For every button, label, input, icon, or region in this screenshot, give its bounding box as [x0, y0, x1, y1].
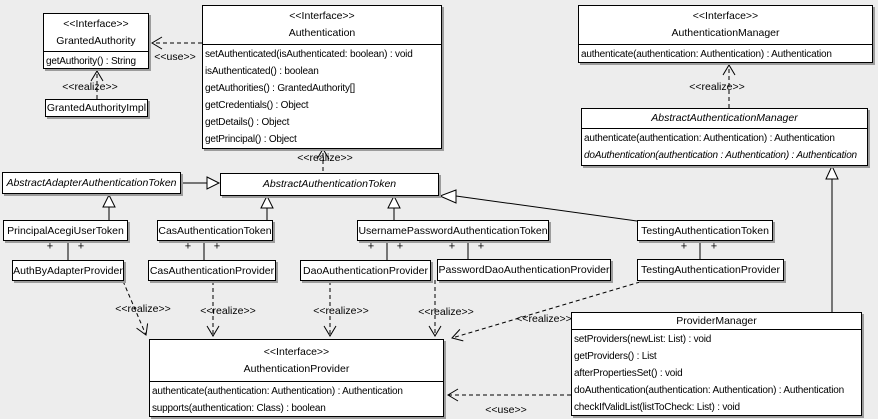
- class-method: getCredentials() : Object: [205, 100, 309, 111]
- class-testing-authentication-token: TestingAuthenticationToken: [637, 220, 773, 241]
- class-auth-by-adapter-provider: AuthByAdapterProvider: [12, 260, 124, 281]
- class-name: GrantedAuthorityImpl: [46, 101, 147, 114]
- association-end-plus: +: [396, 240, 404, 253]
- association-end-plus: +: [680, 240, 688, 253]
- class-granted-authority-impl: GrantedAuthorityImpl: [45, 99, 148, 117]
- class-stereotype: <<Interface>>: [289, 10, 355, 22]
- class-name: ProviderManager: [676, 315, 757, 327]
- realize-label: <<realize>>: [418, 306, 474, 318]
- association-end-plus: +: [184, 240, 192, 253]
- realize-edge-testingauthenticationprovider: [451, 281, 641, 342]
- association-end-plus: +: [477, 240, 485, 253]
- class-method: getPrincipal() : Object: [205, 134, 297, 145]
- realize-label: <<realize>>: [62, 81, 118, 93]
- class-name: DaoAuthenticationProvider: [303, 264, 428, 277]
- realize-edge-authbyadapterprovider: [122, 280, 149, 336]
- class-method: getDetails() : Object: [205, 117, 290, 128]
- class-name: AuthenticationManager: [671, 27, 780, 39]
- class-stereotype: <<Interface>>: [692, 10, 759, 22]
- association-end-plus: +: [46, 240, 54, 253]
- class-method: setProviders(newList: List) : void: [574, 334, 712, 345]
- class-method: getAuthority() : String: [46, 56, 136, 67]
- realize-label: <<realize>>: [200, 305, 256, 317]
- class-name: GrantedAuthority: [56, 34, 136, 47]
- generalization-arrow: [825, 164, 839, 180]
- class-cas-authentication-token: CasAuthenticationToken: [157, 220, 273, 241]
- association-end-plus: +: [710, 240, 718, 253]
- realize-label: <<realize>>: [516, 313, 572, 325]
- class-name: PasswordDaoAuthenticationProvider: [438, 263, 610, 276]
- class-name: AuthByAdapterProvider: [13, 264, 123, 277]
- class-method: authenticate(authentication: Authenticat…: [581, 49, 832, 60]
- generalization-arrow: [102, 193, 116, 208]
- class-method: getAuthorities() : GrantedAuthority[]: [205, 83, 355, 94]
- class-authentication: <<Interface>> Authentication setAuthenti…: [202, 5, 442, 149]
- class-authentication-provider: <<Interface>> AuthenticationProvider aut…: [149, 339, 444, 417]
- generalization-arrow: [260, 194, 274, 209]
- class-name: TestingAuthenticationProvider: [641, 263, 780, 276]
- realize-label: <<realize>>: [297, 152, 353, 164]
- class-method: doAuthentication(authentication: Authent…: [574, 385, 844, 396]
- association-end-plus: +: [77, 240, 85, 253]
- class-method: doAuthentication(authentication : Authen…: [584, 150, 857, 161]
- generalization-edge-testingauthenticationtoken: [455, 195, 638, 222]
- class-method: authenticate(authentication: Authenticat…: [584, 133, 835, 144]
- generalization-arrow: [387, 194, 401, 209]
- class-stereotype: <<Interface>>: [263, 345, 330, 358]
- generalization-arrow: [206, 176, 221, 190]
- class-provider-manager: ProviderManager setProviders(newList: Li…: [571, 312, 862, 416]
- class-abstract-adapter-authentication-token: AbstractAdapterAuthenticationToken: [2, 172, 181, 194]
- class-abstract-authentication-manager: AbstractAuthenticationManager authentica…: [581, 108, 868, 166]
- class-name: AbstractAuthenticationToken: [262, 178, 397, 190]
- association-end-plus: +: [448, 240, 456, 253]
- class-method: isAuthenticated() : boolean: [205, 66, 319, 77]
- class-method: getProviders() : List: [574, 351, 657, 362]
- class-name: CasAuthenticationProvider: [149, 264, 275, 277]
- class-principal-acegi-user-token: PrincipalAcegiUserToken: [3, 220, 128, 241]
- class-stereotype: <<Interface>>: [63, 17, 129, 30]
- realize-label: <<realize>>: [689, 81, 745, 93]
- class-name: AuthenticationProvider: [243, 362, 350, 375]
- class-name: AbstractAdapterAuthenticationToken: [6, 176, 177, 189]
- class-authentication-manager: <<Interface>> AuthenticationManager auth…: [578, 5, 873, 63]
- class-abstract-authentication-token: AbstractAuthenticationToken: [220, 173, 439, 196]
- class-method: checkIfValidList(listToCheck: List) : vo…: [574, 402, 740, 413]
- class-method: supports(authentication: Class) : boolea…: [152, 403, 326, 414]
- association-end-plus: +: [367, 240, 375, 253]
- class-method: afterPropertiesSet() : void: [574, 368, 683, 379]
- class-method: setAuthenticated(isAuthenticated: boolea…: [205, 49, 413, 60]
- generalization-arrow: [438, 189, 457, 204]
- class-dao-authentication-provider: DaoAuthenticationProvider: [300, 260, 431, 281]
- realize-label: <<realize>>: [115, 303, 171, 315]
- association-end-plus: +: [213, 240, 221, 253]
- realize-label: <<realize>>: [313, 305, 369, 317]
- class-username-password-authentication-token: UsernamePasswordAuthenticationToken: [357, 220, 549, 241]
- class-name: Authentication: [288, 27, 356, 39]
- class-cas-authentication-provider: CasAuthenticationProvider: [148, 260, 276, 281]
- class-name: AbstractAuthenticationManager: [651, 112, 798, 124]
- class-method: authenticate(authentication: Authenticat…: [152, 386, 403, 397]
- class-granted-authority: <<Interface>> GrantedAuthority getAuthor…: [43, 13, 149, 69]
- class-name: PrincipalAcegiUserToken: [7, 224, 124, 237]
- class-name: TestingAuthenticationToken: [641, 224, 769, 237]
- class-testing-authentication-provider: TestingAuthenticationProvider: [637, 259, 784, 281]
- class-name: CasAuthenticationToken: [158, 224, 272, 237]
- use-label: <<use>>: [485, 404, 527, 416]
- class-name: UsernamePasswordAuthenticationToken: [358, 224, 548, 237]
- use-label: <<use>>: [154, 51, 196, 63]
- class-password-dao-authentication-provider: PasswordDaoAuthenticationProvider: [437, 259, 611, 281]
